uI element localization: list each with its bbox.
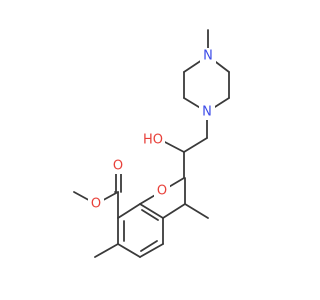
atom-bg (110, 158, 126, 174)
atom-bg (200, 48, 216, 64)
bond (117, 243, 141, 258)
ester-oxygen-label: O (91, 197, 101, 212)
bond (139, 203, 164, 219)
atom-bg (88, 196, 104, 212)
atom-bg (141, 132, 165, 148)
atoms: O O O HO N N (88, 48, 216, 212)
piperazine-n-top-label: N (203, 49, 213, 64)
bond (140, 240, 158, 252)
bond (94, 243, 119, 258)
bond (184, 203, 209, 219)
atom-bg (154, 183, 170, 199)
ether-oxygen-label: O (157, 184, 167, 199)
structure-canvas: O O O HO N N (73, 29, 230, 258)
bond (162, 203, 186, 219)
bond (183, 137, 208, 153)
piperazine-n-bottom-label: N (202, 105, 212, 120)
atom-bg (199, 104, 215, 120)
hydroxyl-label: HO (143, 133, 163, 148)
molecule-diagram: O O O HO N N (73, 29, 230, 258)
carbonyl-oxygen-label: O (113, 159, 123, 174)
bond (117, 203, 141, 219)
bond (141, 209, 159, 221)
bond (139, 243, 164, 258)
